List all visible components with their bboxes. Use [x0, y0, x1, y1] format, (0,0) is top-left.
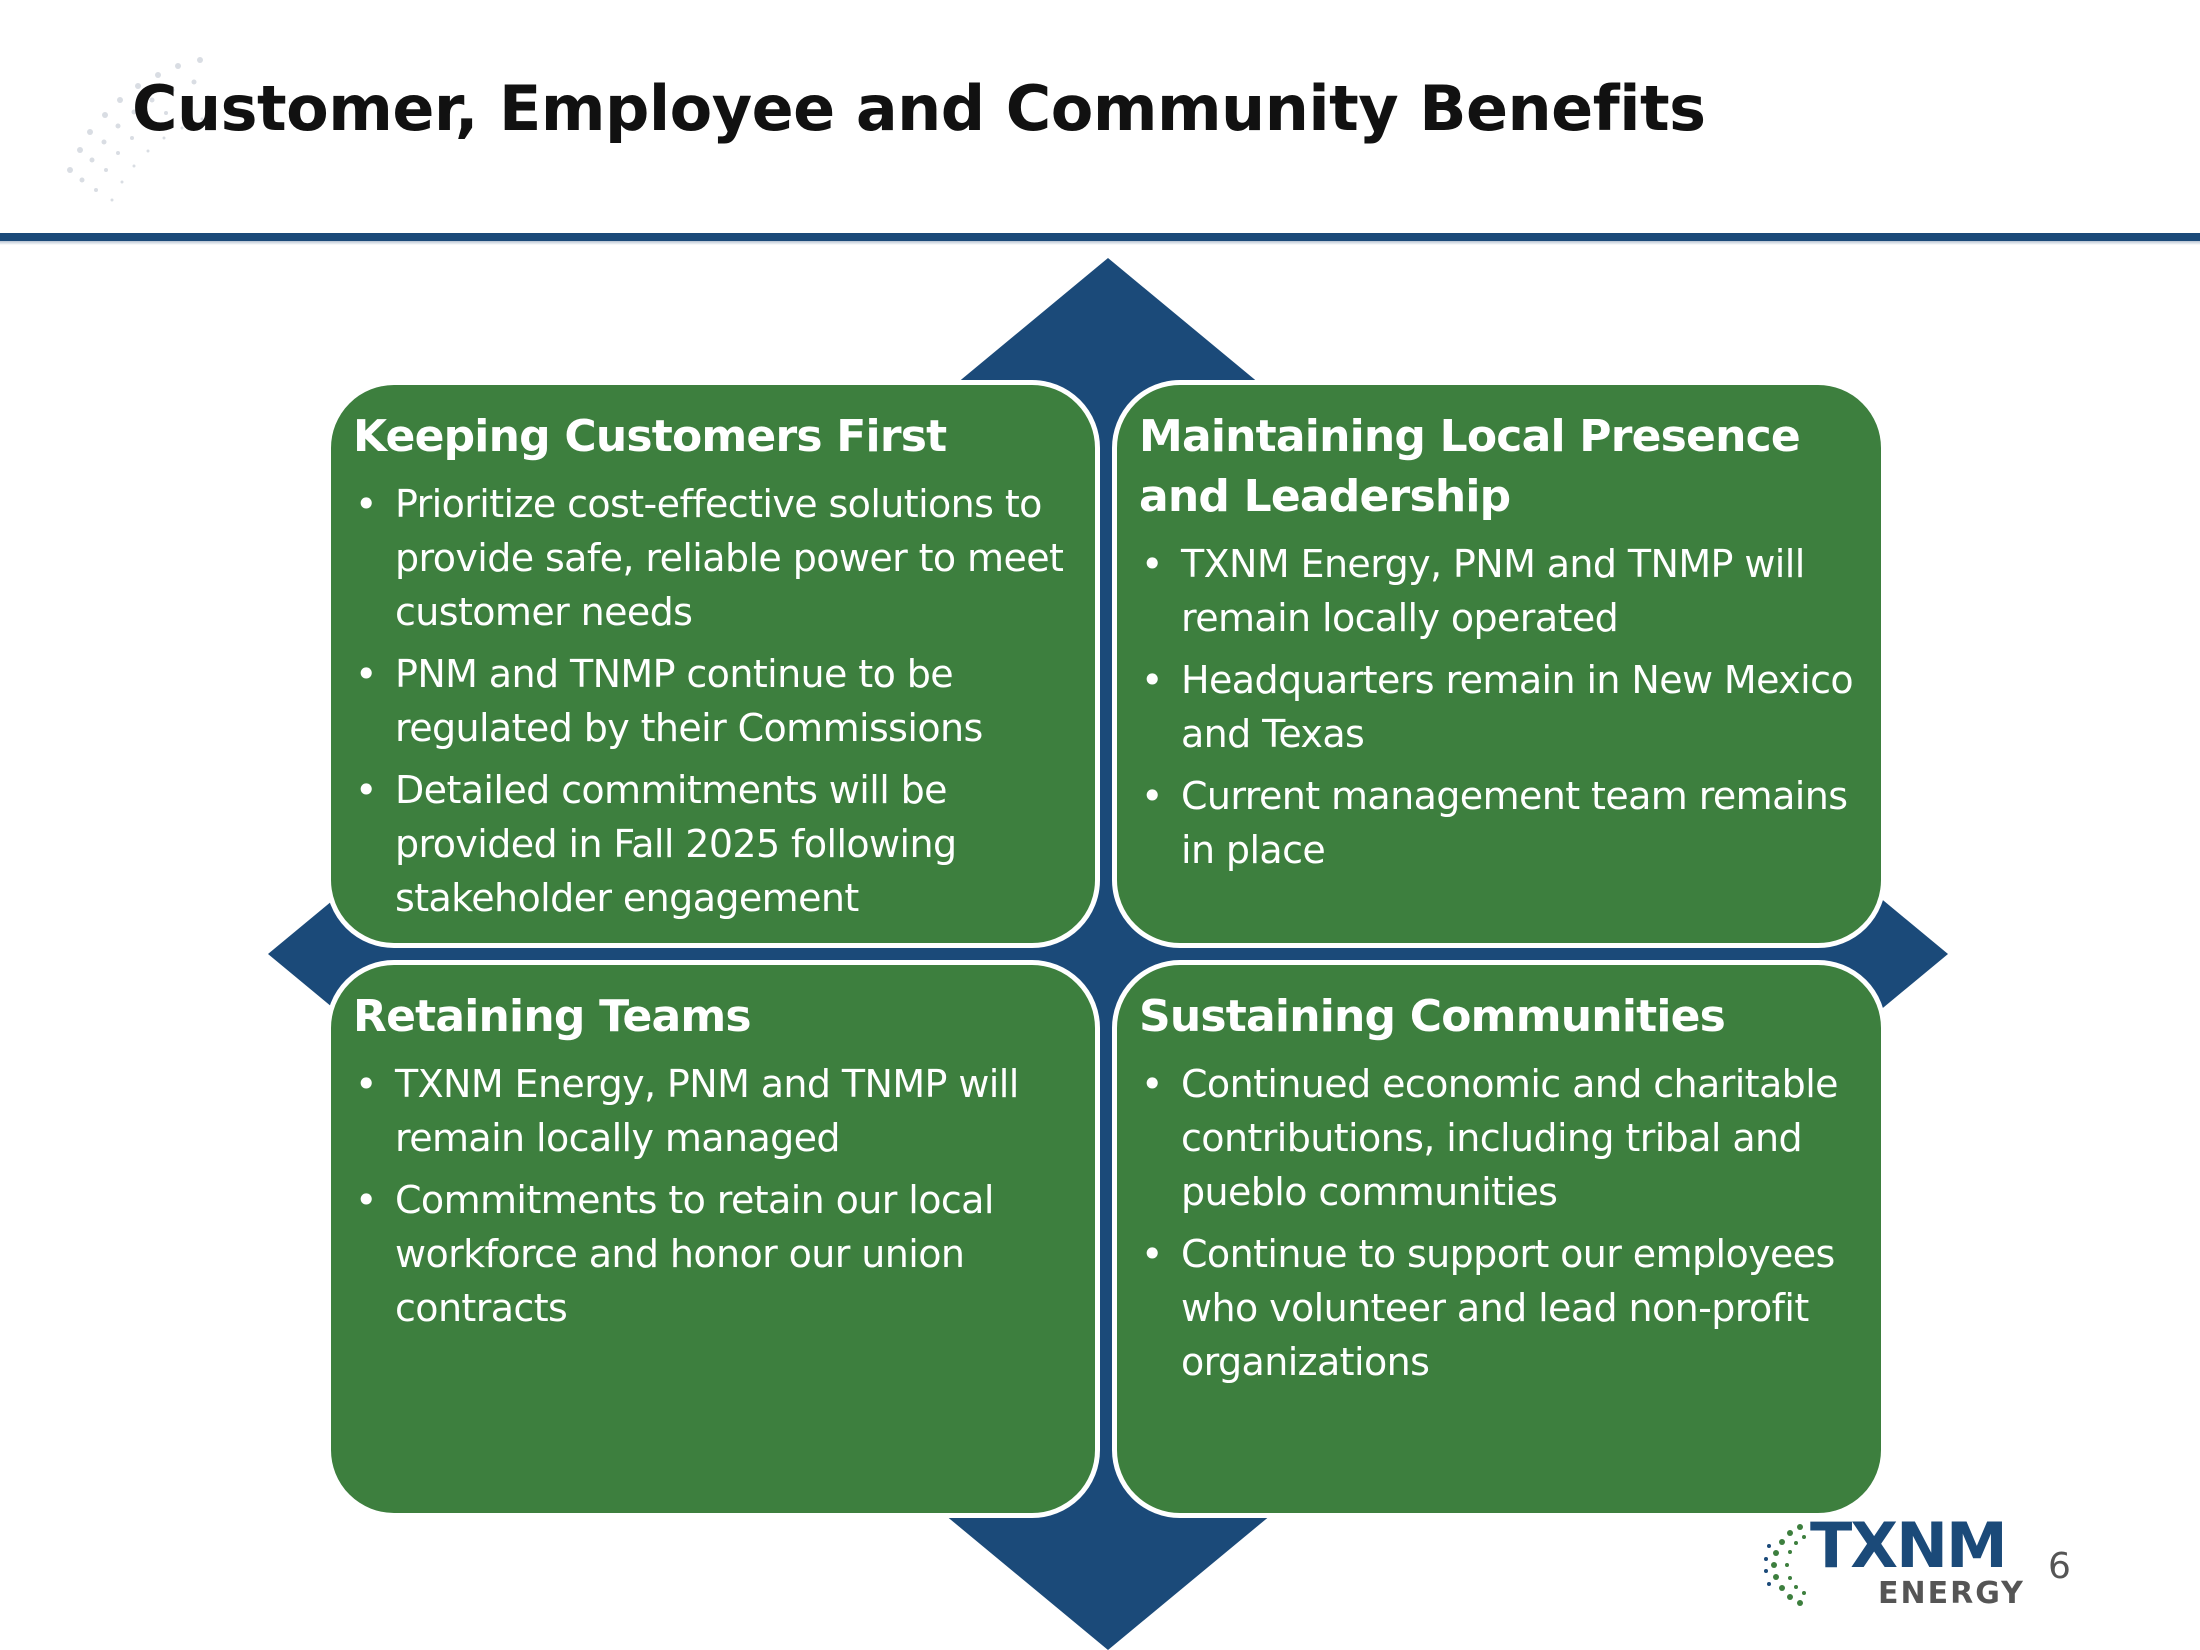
bullet-text: TXNM Energy, PNM and TNMP will remain lo… — [1181, 542, 1805, 640]
bullet-dot-icon: • — [355, 1062, 377, 1106]
bullet-dot-icon: • — [355, 1178, 377, 1222]
bullet-dot-icon: • — [1141, 1232, 1163, 1276]
logo-subtitle: ENERGY — [1878, 1576, 2025, 1611]
quadrant-heading: Maintaining Local Presence and Leadershi… — [1139, 411, 1801, 522]
bullet-item: • Commitments to retain our local workfor… — [353, 1173, 1069, 1335]
corner-dot-pattern — [67, 57, 210, 202]
bullet-dot-icon: • — [1141, 542, 1163, 586]
bullet-item: • TXNM Energy, PNM and TNMP will remain l… — [353, 1057, 1069, 1165]
bullet-list: • Prioritize cost-effective solutions to … — [353, 477, 1069, 925]
bullet-dot-icon: • — [1141, 658, 1163, 702]
bullet-dot-icon: • — [355, 652, 377, 696]
quadrant-heading: Sustaining Communities — [1139, 991, 1726, 1042]
logo-dots-icon — [1764, 1524, 1806, 1606]
bullet-item: • Continue to support our employees who v… — [1139, 1227, 1855, 1389]
quadrant-heading: Retaining Teams — [353, 991, 752, 1042]
quadrant-local-presence: Maintaining Local Presence and Leadershi… — [1112, 380, 1886, 948]
bullet-text: Detailed commitments will be provided in… — [395, 768, 957, 920]
bullet-dot-icon: • — [355, 482, 377, 526]
bullet-dot-icon: • — [1141, 774, 1163, 818]
bullet-item: • Headquarters remain in New Mexico and T… — [1139, 653, 1855, 761]
title-divider-shadow — [0, 241, 2200, 245]
bullet-item: • Detailed commitments will be provided i… — [353, 763, 1069, 925]
quadrant-sustaining-communities: Sustaining Communities • Continued econom… — [1112, 960, 1886, 1518]
bullet-dot-icon: • — [1141, 1062, 1163, 1106]
bullet-text: TXNM Energy, PNM and TNMP will remain lo… — [395, 1062, 1019, 1160]
bullet-item: • Current management team remains in plac… — [1139, 769, 1855, 877]
bullet-item: • TXNM Energy, PNM and TNMP will remain l… — [1139, 537, 1855, 645]
bullet-text: Continued economic and charitable contri… — [1181, 1062, 1839, 1214]
bullet-list: • TXNM Energy, PNM and TNMP will remain l… — [1139, 537, 1855, 877]
bullet-text: PNM and TNMP continue to be regulated by… — [395, 652, 983, 750]
bullet-list: • Continued economic and charitable contr… — [1139, 1057, 1855, 1389]
logo-wordmark: TXNM — [1810, 1509, 2008, 1582]
page-number: 6 — [2048, 1546, 2071, 1587]
quadrant-heading: Keeping Customers First — [353, 411, 947, 462]
bullet-text: Headquarters remain in New Mexico and Te… — [1181, 658, 1854, 756]
bullet-list: • TXNM Energy, PNM and TNMP will remain l… — [353, 1057, 1069, 1335]
title-divider — [0, 233, 2200, 241]
bullet-item: • PNM and TNMP continue to be regulated b… — [353, 647, 1069, 755]
bullet-text: Prioritize cost-effective solutions to p… — [395, 482, 1064, 634]
bullet-item: • Prioritize cost-effective solutions to … — [353, 477, 1069, 639]
txnm-energy-logo: TXNM ENERGY — [1760, 1511, 2023, 1615]
quadrant-retaining-teams: Retaining Teams • TXNM Energy, PNM and TN… — [326, 960, 1100, 1518]
bullet-text: Continue to support our employees who vo… — [1181, 1232, 1835, 1384]
bullet-item: • Continued economic and charitable contr… — [1139, 1057, 1855, 1219]
bullet-text: Current management team remains in place — [1181, 774, 1848, 872]
bullet-text: Commitments to retain our local workforc… — [395, 1178, 994, 1330]
quadrant-keeping-customers-first: Keeping Customers First • Prioritize cost… — [326, 380, 1100, 948]
page-title: Customer, Employee and Community Benefit… — [132, 72, 1706, 145]
bullet-dot-icon: • — [355, 768, 377, 812]
